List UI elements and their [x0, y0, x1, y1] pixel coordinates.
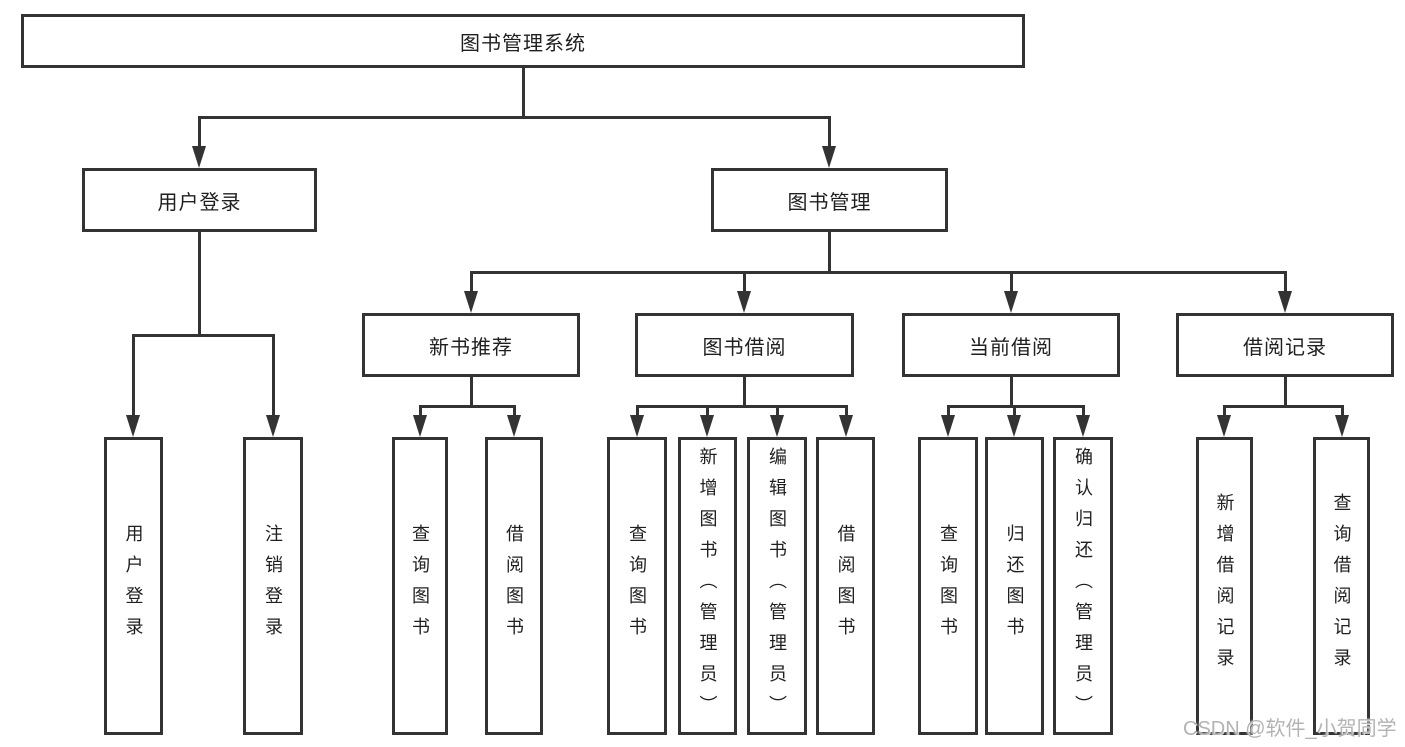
arrow-head-to-leaf-user-login: [126, 415, 140, 437]
leaf-return-book-label: 归还图书: [1004, 524, 1025, 648]
arrow-head-to-query-book-3: [941, 415, 955, 437]
arrow-head-to-confirm-return: [1076, 415, 1090, 437]
connector-book-borrow-split: [636, 405, 848, 408]
connector-current-borrow-split: [947, 405, 1085, 408]
leaf-user-login: 用户登录: [104, 437, 163, 735]
leaf-query-book-3-label: 查询图书: [938, 524, 958, 648]
leaf-add-borrow-record-label: 新增借阅记录: [1214, 493, 1235, 679]
arrow-head-to-add-book: [700, 415, 714, 437]
arrow-shaft-to-leaf-logout: [272, 335, 275, 415]
arrow-shaft-to-add-book: [706, 406, 709, 415]
node-current-borrow-label: 当前借阅: [969, 336, 1053, 359]
leaf-query-borrow-record-label: 查询借阅记录: [1331, 493, 1352, 679]
arrow-head-to-borrow-record: [1278, 291, 1292, 313]
node-borrow-record-label: 借阅记录: [1243, 336, 1327, 359]
leaf-add-borrow-record: 新增借阅记录: [1196, 437, 1253, 735]
arrow-shaft-to-query-book-1: [419, 406, 422, 415]
connector-user-login-split: [132, 334, 275, 337]
arrow-head-to-user-login: [192, 146, 206, 168]
leaf-borrow-book-2-label: 借阅图书: [835, 524, 856, 648]
leaf-add-book-label: 新增图书（管理员）: [697, 446, 718, 726]
leaf-query-book-2: 查询图书: [607, 437, 667, 735]
arrow-shaft-to-query-book-3: [947, 406, 950, 415]
leaf-confirm-return: 确认归还（管理员）: [1053, 437, 1113, 735]
leaf-query-book-3: 查询图书: [918, 437, 978, 735]
leaf-query-book-1: 查询图书: [392, 437, 448, 735]
leaf-confirm-return-label: 确认归还（管理员）: [1073, 446, 1093, 726]
node-borrow-record: 借阅记录: [1176, 313, 1394, 377]
arrow-head-to-query-borrow-record: [1335, 415, 1349, 437]
connector-user-login-stem: [198, 232, 201, 335]
arrow-shaft-to-book-borrow: [743, 272, 746, 291]
connector-current-borrow-stem: [1010, 377, 1013, 406]
leaf-add-book: 新增图书（管理员）: [678, 437, 737, 735]
node-root: 图书管理系统: [21, 14, 1025, 68]
arrow-shaft-to-borrow-record: [1284, 272, 1287, 291]
connector-book-borrow-stem: [743, 377, 746, 406]
arrow-head-to-current-borrow: [1004, 291, 1018, 313]
node-user-login: 用户登录: [82, 168, 317, 232]
arrow-head-to-borrow-book-2: [839, 415, 853, 437]
arrow-head-to-edit-book: [770, 415, 784, 437]
connector-new-book-split: [419, 405, 516, 408]
arrow-shaft-to-new-book: [470, 272, 473, 291]
arrow-shaft-to-query-borrow-record: [1341, 406, 1344, 415]
node-book-borrow: 图书借阅: [635, 313, 854, 377]
node-book-management-label: 图书管理: [787, 191, 872, 214]
arrow-head-to-leaf-logout: [266, 415, 280, 437]
arrow-head-to-return-book: [1007, 415, 1021, 437]
csdn-watermark: CSDN @软件_小贺同学: [1183, 718, 1397, 740]
leaf-return-book: 归还图书: [985, 437, 1044, 735]
leaf-edit-book: 编辑图书（管理员）: [747, 437, 807, 735]
arrow-shaft-to-add-borrow-record: [1223, 406, 1226, 415]
leaf-user-login-label: 用户登录: [123, 524, 144, 648]
arrow-shaft-to-borrow-book-1: [513, 406, 516, 415]
arrow-shaft-to-confirm-return: [1082, 406, 1085, 415]
node-book-borrow-label: 图书借阅: [702, 336, 787, 359]
leaf-borrow-book-1: 借阅图书: [485, 437, 543, 735]
node-root-label: 图书管理系统: [460, 32, 586, 55]
arrow-head-to-add-borrow-record: [1217, 415, 1231, 437]
connector-new-book-stem: [470, 377, 473, 406]
arrow-head-to-new-book: [464, 291, 478, 313]
leaf-edit-book-label: 编辑图书（管理员）: [767, 446, 787, 726]
arrow-shaft-to-user-login: [198, 117, 201, 146]
arrow-shaft-to-borrow-book-2: [845, 406, 848, 415]
leaf-query-book-1-label: 查询图书: [410, 524, 430, 648]
arrow-head-to-query-book-2: [630, 415, 644, 437]
arrow-shaft-to-return-book: [1013, 406, 1016, 415]
arrow-head-to-book-mgmt: [822, 146, 836, 168]
node-book-management: 图书管理: [711, 168, 948, 232]
connector-root-stem: [522, 68, 525, 117]
arrow-head-to-book-borrow: [737, 291, 751, 313]
node-current-borrow: 当前借阅: [902, 313, 1120, 377]
connector-borrow-record-stem: [1284, 377, 1287, 406]
arrow-shaft-to-edit-book: [776, 406, 779, 415]
node-user-login-label: 用户登录: [157, 191, 242, 214]
connector-borrow-record-split: [1223, 405, 1344, 408]
arrow-shaft-to-current-borrow: [1010, 272, 1013, 291]
arrow-shaft-to-book-mgmt: [828, 117, 831, 146]
connector-root-split: [198, 116, 831, 119]
leaf-query-borrow-record: 查询借阅记录: [1313, 437, 1370, 735]
connector-book-mgmt-split: [470, 271, 1287, 274]
leaf-borrow-book-2: 借阅图书: [816, 437, 875, 735]
leaf-borrow-book-1-label: 借阅图书: [504, 524, 524, 648]
node-new-book-recommend: 新书推荐: [362, 313, 580, 377]
node-new-book-recommend-label: 新书推荐: [429, 336, 513, 359]
leaf-query-book-2-label: 查询图书: [627, 524, 647, 648]
arrow-shaft-to-query-book-2: [636, 406, 639, 415]
leaf-logout: 注销登录: [243, 437, 303, 735]
connector-book-mgmt-stem: [828, 232, 831, 272]
arrow-head-to-query-book-1: [413, 415, 427, 437]
leaf-logout-label: 注销登录: [263, 524, 283, 648]
arrow-shaft-to-leaf-user-login: [132, 335, 135, 415]
arrow-head-to-borrow-book-1: [507, 415, 521, 437]
